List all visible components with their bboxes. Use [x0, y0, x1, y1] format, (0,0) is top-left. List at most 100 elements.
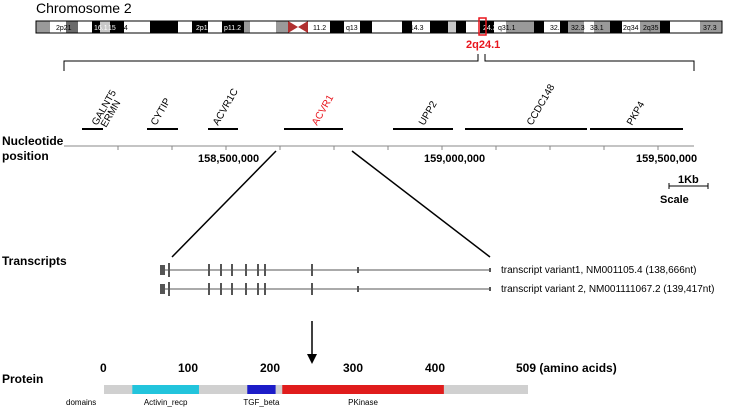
transcripts-label: Transcripts	[2, 254, 67, 268]
exon	[257, 283, 259, 295]
band-label: 15	[108, 25, 116, 32]
band-fill	[660, 21, 670, 33]
band-fill	[402, 21, 412, 33]
band-fill	[610, 21, 622, 33]
protein-tick-label: 100	[178, 361, 198, 375]
exon	[357, 267, 359, 273]
band-fill	[456, 21, 466, 33]
band-fill	[78, 21, 92, 33]
band-fill	[92, 21, 100, 33]
chromosome-title: Chromosome 2	[36, 0, 132, 16]
band-fill	[244, 21, 250, 33]
band-fill	[700, 21, 722, 33]
domain-pkinase	[282, 385, 444, 394]
band-fill	[172, 21, 178, 33]
band-fill	[110, 21, 124, 33]
transcript-variant-2: transcript variant 2, NM001111067.2 (139…	[160, 282, 714, 296]
transcript-label: transcript variant1, NM001105.4 (138,666…	[501, 265, 696, 276]
exon	[168, 282, 170, 296]
exon	[220, 264, 222, 276]
domain-activin-recp	[132, 385, 199, 394]
gene-label-pkp4: PKP4	[625, 99, 648, 127]
bracket-right	[484, 54, 695, 71]
exon	[160, 284, 165, 294]
zoom-line-left	[171, 150, 277, 258]
scale-value: 1Kb	[678, 174, 699, 186]
domain-label: PKinase	[348, 398, 378, 407]
transcript-variant-1: transcript variant1, NM001105.4 (138,666…	[160, 263, 696, 277]
band-label: 2p12	[196, 25, 212, 32]
band-fill	[154, 21, 172, 33]
band-label: 11.2	[313, 25, 326, 32]
domains-label: domains	[66, 398, 96, 407]
protein-label: Protein	[2, 372, 43, 386]
exon	[264, 283, 266, 295]
zoom-line-right	[351, 150, 491, 258]
band-label: 33.1	[590, 25, 604, 32]
band-fill	[150, 21, 154, 33]
protein-section: Protein 0 100 200 300 400 509 (amino aci…	[2, 361, 617, 407]
band-fill	[560, 21, 568, 33]
band-fill	[670, 21, 700, 33]
band-fill	[250, 21, 276, 33]
exon	[489, 287, 491, 291]
exon	[208, 264, 210, 276]
nucleotide-label-line1: Nucleotide	[2, 134, 64, 148]
exon	[357, 286, 359, 292]
band-label: 16.1	[94, 25, 108, 32]
scale-bar: 1Kb Scale	[660, 174, 709, 206]
centromere-left	[288, 21, 298, 33]
band-fill	[480, 21, 494, 33]
band-label: 14	[120, 25, 128, 32]
band-fill	[594, 21, 610, 33]
band-fill	[412, 21, 430, 33]
gene-label-acvr1c: ACVR1C	[211, 87, 241, 128]
translation-arrow	[307, 321, 317, 364]
band-label: 32.1	[550, 25, 564, 32]
band-fill	[178, 21, 192, 33]
protein-tick-label: 0	[100, 361, 107, 375]
gene-label-upp2: UPP2	[417, 99, 440, 128]
band-fill	[66, 21, 78, 33]
domain-label: Activin_recp	[144, 398, 188, 407]
exon	[257, 264, 259, 276]
band-label: 2q35	[643, 25, 659, 32]
axis-ticks	[117, 146, 659, 150]
exon	[168, 263, 170, 277]
exon	[208, 283, 210, 295]
scale-label: Scale	[660, 194, 689, 206]
band-fill	[344, 21, 360, 33]
exon	[220, 283, 222, 295]
position-label: 159,500,000	[636, 153, 697, 165]
transcript-label: transcript variant 2, NM001111067.2 (139…	[501, 284, 714, 295]
band-fill	[192, 21, 208, 33]
band-label: q31.1	[498, 25, 516, 32]
nucleotide-axis: Nucleotide position 158,500,000 159,000,…	[2, 134, 709, 206]
band-fill	[36, 21, 50, 33]
exon	[231, 283, 233, 295]
exon	[245, 264, 247, 276]
exon	[311, 283, 313, 295]
band-fill	[466, 21, 480, 33]
band-fill	[124, 21, 150, 33]
band-label: p11.2	[224, 25, 241, 32]
band-fill	[308, 21, 330, 33]
chromosome-border	[35, 20, 723, 34]
domain-tgf-beta	[247, 385, 276, 394]
exon	[245, 283, 247, 295]
band-fill	[544, 21, 560, 33]
band-fill	[494, 21, 506, 33]
gene-label-acvr1: ACVR1	[310, 93, 336, 128]
band-fill	[372, 21, 402, 33]
protein-tick-label: 200	[260, 361, 280, 375]
band-fill	[534, 21, 544, 33]
band-fill	[330, 21, 344, 33]
band-fill	[100, 21, 110, 33]
band-fill	[506, 21, 534, 33]
nucleotide-label-line2: position	[2, 149, 49, 163]
band-fill	[448, 21, 456, 33]
protein-tick-label: 400	[425, 361, 445, 375]
centromere-right	[298, 21, 308, 33]
